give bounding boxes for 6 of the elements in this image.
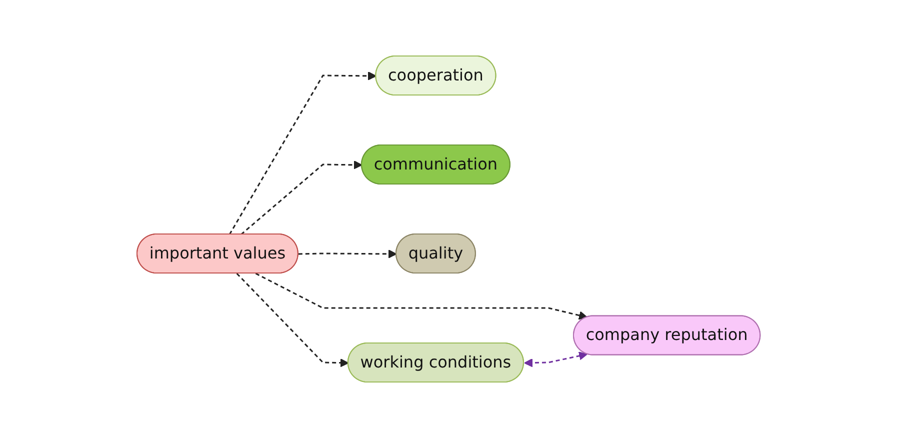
arrow (298, 249, 397, 258)
arrow (228, 71, 376, 234)
arrow (236, 272, 349, 367)
arrow (524, 351, 588, 367)
arrow (255, 272, 588, 320)
arrow (240, 160, 362, 235)
